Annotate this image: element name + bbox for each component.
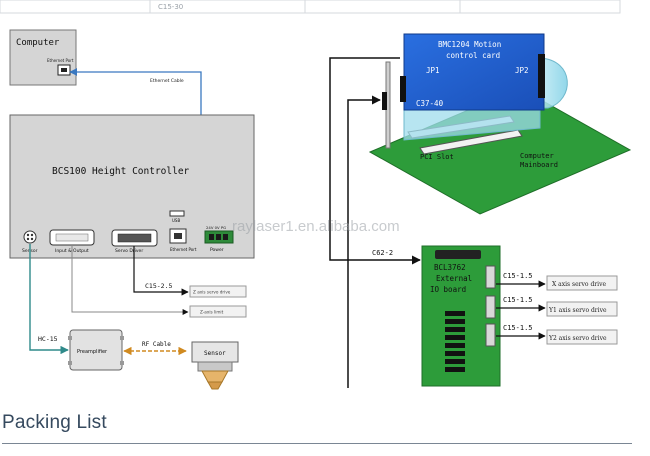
io-limit-cable: Z-axis limit	[71, 245, 247, 318]
drive-y1: C15-1.5 Y1 axis servo drive	[496, 296, 618, 317]
controller-title: BCS100 Height Controller	[52, 166, 190, 177]
rf-cable-label: RF Cable	[142, 341, 171, 348]
servo-cable: C15-2.5 Z axis servo drive	[133, 246, 247, 298]
watermark: raylaser1.en.alibaba.com	[232, 218, 400, 235]
z-axis-limit-label: Z-axis limit	[200, 310, 224, 315]
sensor-head: Sensor	[191, 341, 239, 390]
motion-card: BMC1204 Motion control card JP1 JP2 C37-…	[382, 33, 568, 149]
drive-x-label: X axis servo drive	[552, 281, 606, 288]
io-board-line3: IO board	[430, 285, 466, 294]
jp2-label: JP2	[515, 66, 529, 75]
mainboard-label-2: Mainboard	[520, 161, 558, 169]
sensor-label: Sensor	[204, 350, 226, 357]
ethernet-cable-label: Ethernet Cable	[150, 78, 184, 84]
computer-box: Computer Ethernet Port	[9, 29, 77, 86]
usb-port-label: USB	[172, 218, 180, 223]
z-axis-drive-label: Z axis servo drive	[193, 290, 231, 295]
pci-slot-label: PCI Slot	[420, 153, 454, 161]
ethernet-port-label: Ethernet Port	[170, 247, 197, 252]
io-board: BCL3762 External IO board	[421, 245, 501, 387]
preamplifier: Preamplifier	[68, 329, 124, 371]
power-port-label: Power	[210, 247, 224, 253]
mainboard-label-1: Computer	[520, 152, 554, 160]
power-pins-label: 24V 0V PG	[206, 225, 226, 230]
height-controller: BCS100 Height Controller Sensor Input & …	[9, 114, 255, 259]
table-cell-text: C15-30	[158, 3, 183, 11]
servo-port-label: Servo Driver	[115, 248, 143, 254]
drive-x-cable: C15-1.5	[503, 272, 533, 280]
io-board-line1: BCL3762	[434, 263, 466, 272]
servo-cable-label: C15-2.5	[145, 282, 172, 290]
c62-2-label: C62-2	[372, 249, 393, 257]
c37-40-label: C37-40	[416, 99, 444, 108]
section-heading: Packing List	[2, 412, 107, 433]
computer-port-label: Ethernet Port	[47, 58, 74, 63]
drive-y1-cable: C15-1.5	[503, 296, 533, 304]
drive-y2-label: Y2 axis servo drive	[548, 335, 607, 342]
motion-card-subtitle: control card	[446, 51, 500, 60]
drive-y2-cable: C15-1.5	[503, 324, 533, 332]
computer-title: Computer	[16, 38, 60, 48]
motion-card-title: BMC1204 Motion	[438, 40, 501, 49]
hc15-label: HC-15	[38, 335, 58, 343]
trunk-cables: C62-2	[329, 57, 421, 388]
preamplifier-label: Preamplifier	[77, 349, 108, 355]
jp1-label: JP1	[426, 66, 440, 75]
rf-cable: RF Cable	[123, 341, 187, 356]
drive-x: C15-1.5 X axis servo drive	[496, 272, 618, 291]
top-table-stub: C15-30	[0, 0, 621, 14]
hc15-cable: HC-15	[29, 244, 69, 355]
drive-y2: C15-1.5 Y2 axis servo drive	[496, 324, 618, 345]
io-board-line2: External	[436, 274, 472, 283]
drive-y1-label: Y1 axis servo drive	[548, 307, 607, 314]
section-divider	[2, 443, 632, 444]
